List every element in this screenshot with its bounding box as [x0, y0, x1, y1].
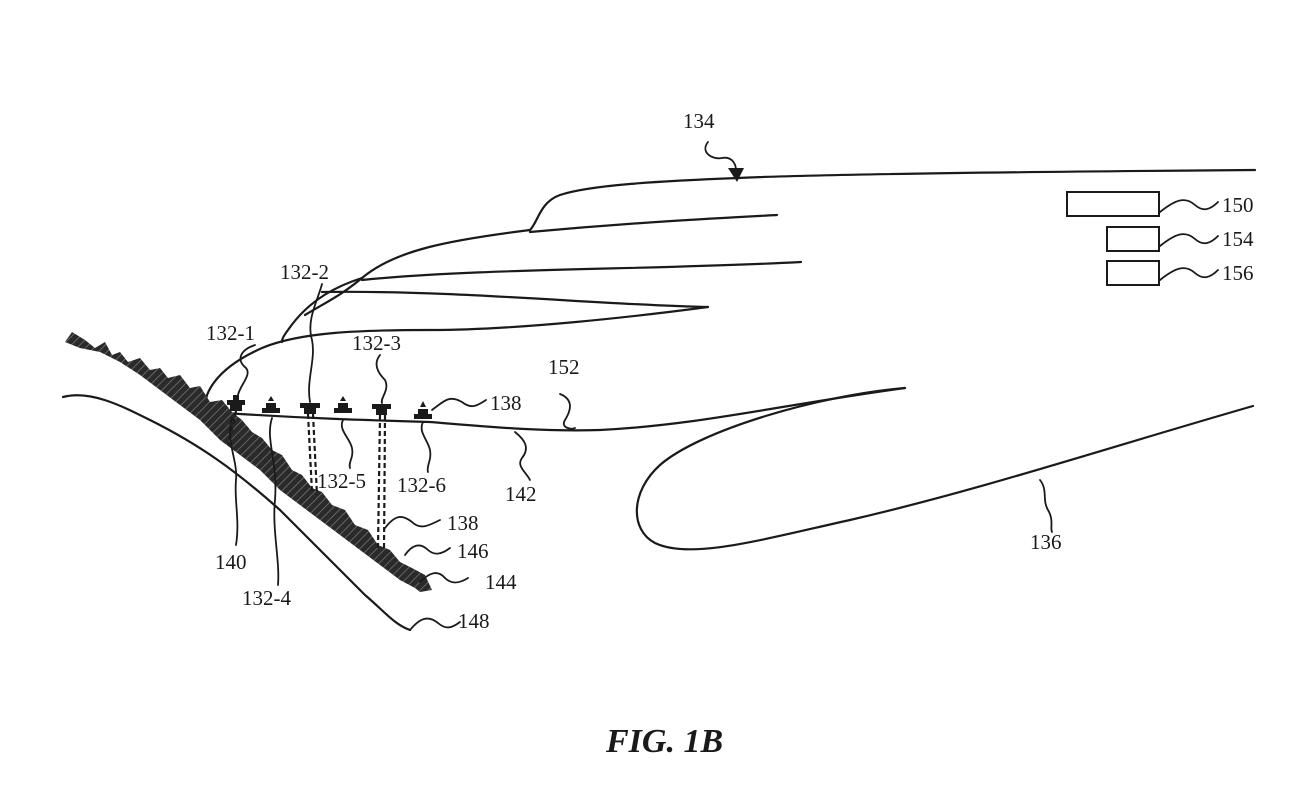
leader-148: [409, 617, 461, 631]
box-156: [1106, 260, 1160, 286]
sensor-132-5: [334, 396, 352, 413]
signal-line-132-3: [376, 414, 382, 549]
sensor-132-4: [262, 396, 280, 413]
leader-152: [559, 393, 576, 430]
label-154: 154: [1222, 227, 1254, 251]
leader-134: [704, 141, 737, 175]
label-132-1: 132-1: [206, 321, 255, 345]
leader-132-1: [237, 344, 256, 396]
leader-154: [1159, 233, 1219, 247]
sensor-132-2: [300, 403, 320, 414]
arrowhead-134: [728, 168, 744, 182]
label-152: 152: [548, 355, 580, 379]
leader-132-2: [308, 283, 323, 403]
box-150: [1066, 191, 1160, 217]
leader-140: [229, 417, 239, 546]
leader-132-5: [340, 419, 354, 469]
label-132-3: 132-3: [352, 331, 401, 355]
signal-line-132-2: [306, 413, 314, 493]
leader-138-bottom: [384, 516, 441, 529]
box-154: [1106, 226, 1160, 252]
leader-142: [514, 431, 531, 481]
leader-138-top: [431, 397, 487, 411]
leader-144: [419, 572, 469, 584]
finger-3-tip: [320, 290, 710, 309]
label-132-2: 132-2: [280, 260, 329, 284]
label-134: 134: [683, 109, 715, 133]
finger-2-outline: [280, 276, 364, 344]
label-148: 148: [458, 609, 490, 633]
finger-1-tip: [528, 213, 779, 234]
signal-line-132-2b: [311, 413, 319, 496]
label-140: 140: [215, 550, 247, 574]
leader-132-6: [420, 421, 432, 473]
label-156: 156: [1222, 261, 1254, 285]
sensor-132-3: [372, 404, 391, 415]
label-146: 146: [457, 539, 489, 563]
leader-146: [404, 544, 451, 556]
label-144: 144: [485, 570, 517, 594]
finger-2-tip: [360, 260, 803, 282]
leader-132-3: [375, 354, 388, 404]
label-138-bottom: 138: [447, 511, 479, 535]
thumb-outline: [635, 386, 1255, 551]
finger-underside-outline: [223, 386, 907, 432]
sensor-132-6: [414, 401, 432, 419]
signal-line-140: [226, 410, 238, 446]
label-132-4: 132-4: [242, 586, 291, 610]
label-142: 142: [505, 482, 537, 506]
object-surface-hatch: [65, 332, 432, 592]
figure-caption: FIG. 1B: [605, 723, 723, 760]
signal-line-132-3b: [382, 414, 387, 551]
label-136: 136: [1030, 530, 1062, 554]
leader-156: [1159, 267, 1219, 281]
leader-132-4: [269, 417, 280, 586]
leader-136: [1039, 479, 1053, 533]
leader-150: [1159, 199, 1219, 213]
finger-1-outline: [303, 228, 532, 317]
finger-lower-outline: [204, 305, 710, 415]
label-132-6: 132-6: [397, 473, 446, 497]
object-lower-contour: [61, 394, 412, 632]
label-138-top: 138: [490, 391, 522, 415]
label-150: 150: [1222, 193, 1254, 217]
sensor-132-1: [227, 395, 245, 411]
label-132-5: 132-5: [317, 469, 366, 493]
